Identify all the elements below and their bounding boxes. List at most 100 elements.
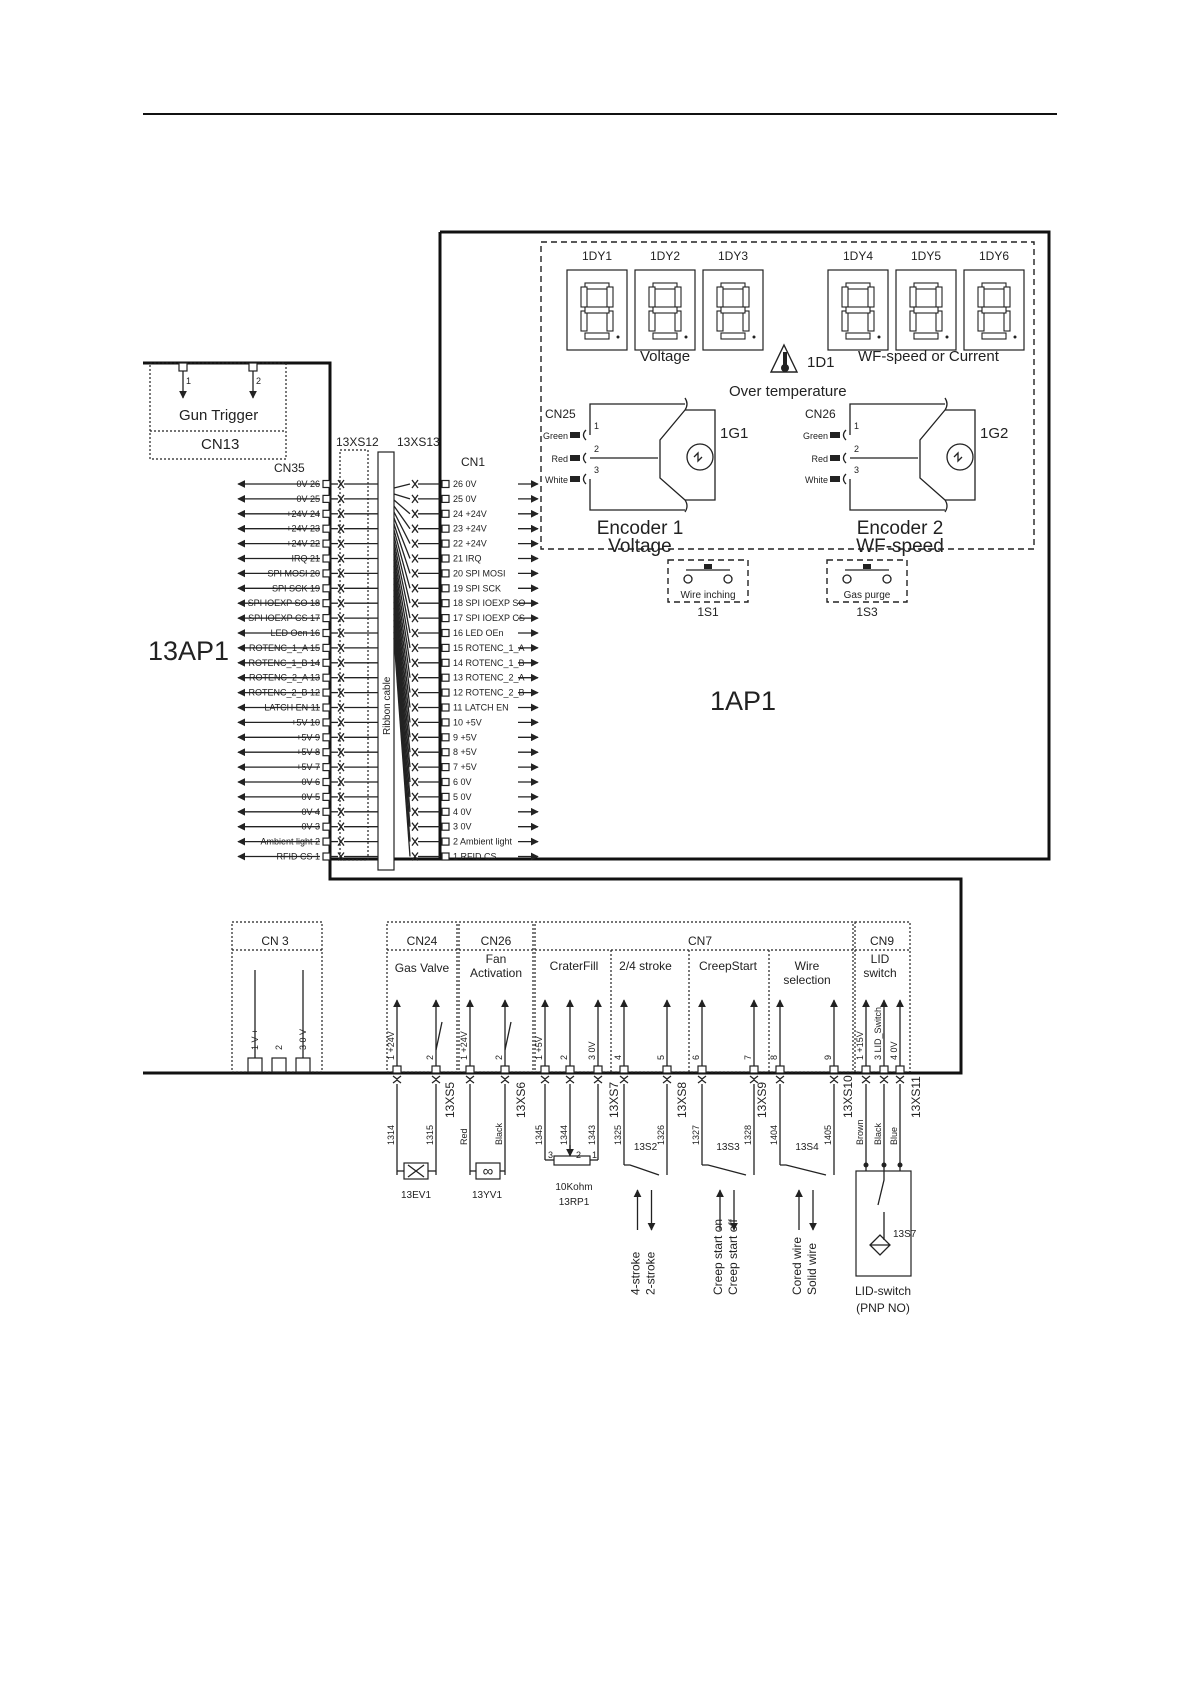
segment <box>652 282 678 290</box>
pin-terminal <box>861 1065 871 1074</box>
segment <box>981 282 1007 290</box>
encoder-subtitle: WF-speed <box>856 536 944 557</box>
pin-terminal <box>322 658 331 667</box>
pin-label: 2 <box>494 1055 504 1060</box>
switch-icon <box>624 1164 668 1176</box>
segment <box>845 282 871 290</box>
socket-icon <box>944 499 948 513</box>
display-1DY3: 1DY3 <box>702 249 764 351</box>
option-label: Creep start off <box>726 1219 740 1295</box>
connector-contact <box>337 732 345 742</box>
cn35-pin-label: SPI SCK 19 <box>272 583 320 593</box>
function-label: Activation <box>470 966 522 980</box>
cn35-pin-label: ROTENC_2_B 12 <box>248 688 320 698</box>
xs-label: 13XS10 <box>841 1075 855 1118</box>
pin-terminal <box>441 584 450 593</box>
connector-contact <box>619 1075 629 1084</box>
xs13-label: 13XS13 <box>397 435 440 449</box>
display-ref: 1DY3 <box>718 249 748 263</box>
cn1-pin-label: 26 0V <box>453 479 477 489</box>
cn35-pin-label: IRQ 21 <box>291 554 320 564</box>
temp-ref: 1D1 <box>807 354 835 371</box>
wire-label: 1405 <box>823 1125 833 1145</box>
socket-icon <box>582 452 587 464</box>
ribbon-fan <box>393 493 411 500</box>
connector-contact <box>337 598 345 608</box>
encoder-connector: CN25 <box>545 407 576 421</box>
connector-contact <box>861 1075 871 1084</box>
pin-label: 7 <box>743 1055 753 1060</box>
ribbon-fan <box>393 571 411 693</box>
ribbon-fan <box>393 601 411 768</box>
plug-icon <box>570 455 580 461</box>
cn1-pin-label: 4 0V <box>453 807 472 817</box>
gun-pin-2: 2 <box>256 376 261 386</box>
pin-terminal <box>441 569 450 578</box>
function-label: Wire <box>795 959 820 973</box>
pin-terminal <box>540 1065 550 1074</box>
connector-contact <box>465 1075 475 1084</box>
pin-terminal <box>271 1057 287 1073</box>
cn1-label: CN1 <box>461 455 485 469</box>
pin-terminal <box>322 792 331 802</box>
pin-terminal <box>441 494 450 503</box>
connector-contact <box>337 673 345 683</box>
pin-terminal <box>322 524 331 533</box>
plug-icon <box>570 432 580 438</box>
button-ref: 1S1 <box>697 605 719 619</box>
cn35-pin-label: +5V 10 <box>291 717 320 727</box>
connector-contact <box>411 569 419 578</box>
pin-terminal <box>322 703 331 712</box>
segment <box>981 306 1007 314</box>
pin-terminal <box>295 1057 311 1073</box>
pin-terminal <box>322 718 331 727</box>
cn1-pin-label: 11 LATCH EN <box>453 703 509 713</box>
xs-label: 13XS6 <box>514 1082 528 1118</box>
board-label-left: 13AP1 <box>148 636 229 666</box>
encoder-symbol <box>953 451 963 463</box>
cn1-pin-label: 20 SPI MOSI <box>453 568 506 578</box>
pin-terminal <box>441 554 450 563</box>
segment <box>845 332 871 340</box>
ribbon-fan <box>393 483 411 489</box>
pin-terminal <box>441 643 450 653</box>
xs-label: 13XS7 <box>607 1082 621 1118</box>
cn35-label: CN35 <box>274 461 305 475</box>
segment <box>977 310 985 332</box>
cn1-pin-label: 24 +24V <box>453 509 487 519</box>
connector-contact <box>411 732 419 742</box>
pin-terminal <box>322 807 331 816</box>
display-1DY6: 1DY6 <box>963 249 1025 351</box>
wire <box>849 403 945 435</box>
cn1-pin-label: 13 ROTENC_2_A <box>453 673 525 683</box>
socket-icon <box>684 397 688 411</box>
cn1-pin-label: 17 SPI IOEXP CS <box>453 613 525 623</box>
socket-icon <box>582 429 587 441</box>
option-label: 4-stroke <box>629 1251 643 1295</box>
connector-contact <box>500 1075 510 1084</box>
pin-terminal <box>322 748 331 757</box>
ribbon-cable <box>377 451 395 871</box>
gun-trigger-label: Gun Trigger <box>179 407 258 424</box>
pin-label: 1 +15V <box>855 1031 865 1060</box>
connector-frame <box>386 921 458 1073</box>
segment <box>841 310 849 332</box>
connector-contact <box>411 673 419 683</box>
connector-contact <box>411 494 419 504</box>
pin-terminal <box>441 852 450 861</box>
pin-terminal <box>441 613 450 623</box>
connector-contact <box>337 807 345 817</box>
segment <box>913 306 939 314</box>
decimal-point <box>1013 335 1017 339</box>
wire <box>589 479 685 511</box>
